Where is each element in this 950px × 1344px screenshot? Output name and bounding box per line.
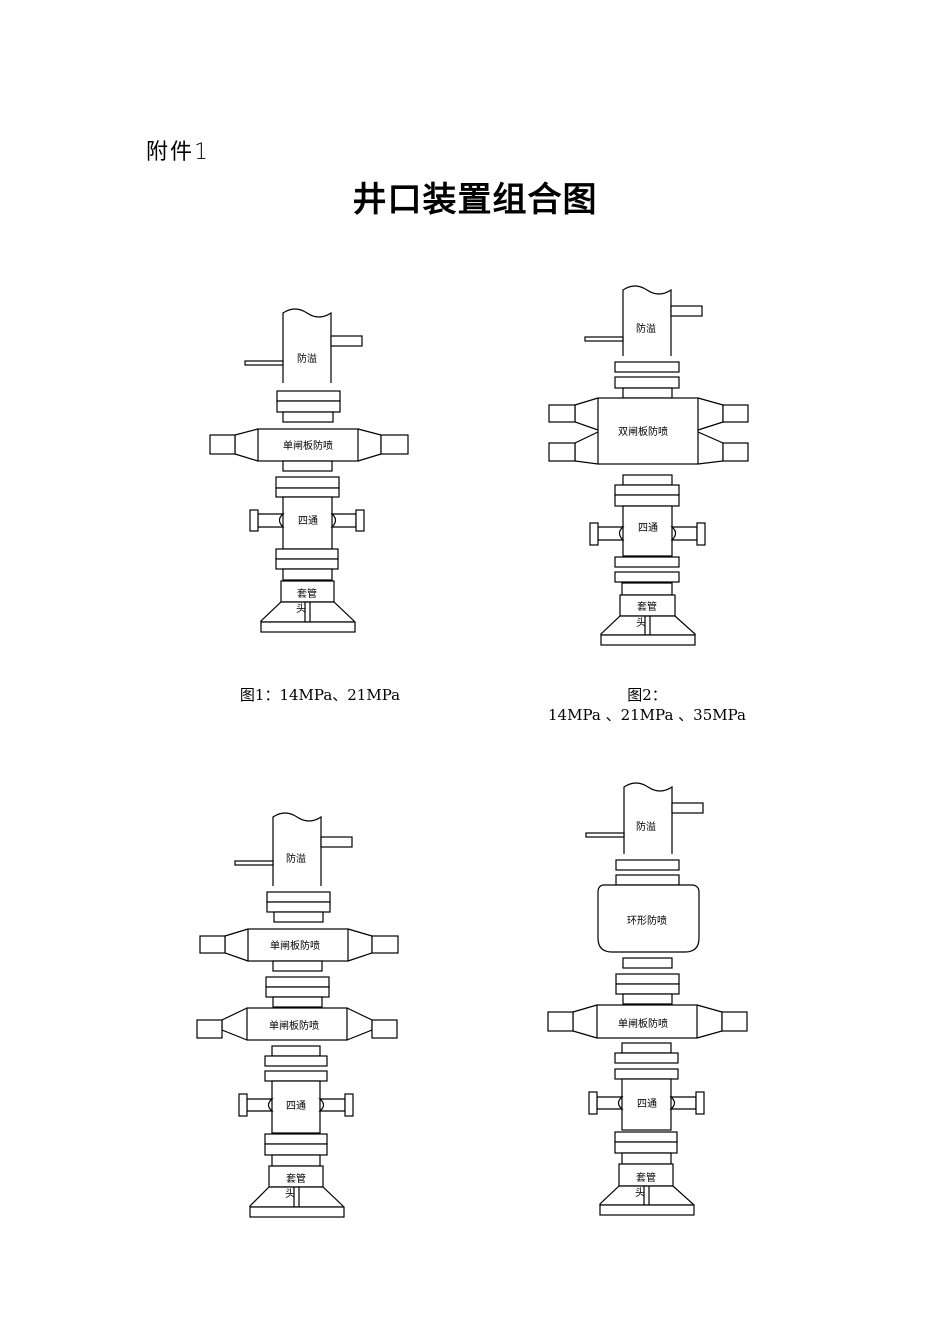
casing-head: 套管 头 [599,1163,695,1216]
casing-head-label: 套管 [286,1172,306,1185]
casing-head-label: 头 [285,1188,295,1200]
flange [614,474,680,507]
double-ram-bop: 双闸板防喷 [548,397,749,465]
casing-head-label: 套管 [637,600,657,613]
flange [614,1042,679,1080]
caption-line: 图1：14MPa、21MPa [239,686,401,704]
cross-label: 四通 [637,1098,657,1110]
caption-line: 14MPa 、21MPa 、35MPa [548,706,746,724]
figure-1-caption: 图1：14MPa、21MPa [170,685,470,705]
flange [276,390,341,423]
annular-label: 环形防喷 [627,914,667,927]
overflow-pipe: 防溢 [244,308,363,383]
single-ram-bop: 单闸板防喷 [196,1007,398,1041]
caption-line: 图2： [627,686,667,704]
flange [615,859,680,886]
drilling-cross: 四通 [589,505,706,557]
overflow-label: 防溢 [286,852,306,865]
bop-label: 单闸板防喷 [283,439,333,452]
bop-label: 双闸板防喷 [618,425,668,438]
casing-head: 套管 头 [600,594,696,646]
bop-label: 单闸板防喷 [270,939,320,952]
drilling-cross: 四通 [588,1078,705,1131]
cross-label: 四通 [638,522,658,534]
single-ram-bop: 单闸板防喷 [199,928,399,962]
flange [264,1045,328,1082]
casing-head-label: 套管 [297,587,317,600]
annular-bop: 环形防喷 [597,884,700,953]
single-ram-bop: 单闸板防喷 [547,1004,748,1039]
flange [275,460,340,498]
flange [614,1131,678,1165]
cross-label: 四通 [298,515,318,527]
flange [615,957,680,1005]
bop-label: 单闸板防喷 [269,1019,319,1032]
page-title: 井口装置组合图 [352,180,598,220]
overflow-label: 防溢 [636,322,656,335]
overflow-pipe: 防溢 [585,782,704,854]
flange [266,891,331,923]
single-ram-bop: 单闸板防喷 [209,428,409,462]
casing-head-label: 头 [636,617,646,629]
casing-head-label: 头 [296,603,306,615]
overflow-label: 防溢 [636,820,656,833]
drilling-cross: 四通 [238,1080,354,1134]
flange [264,1133,328,1167]
casing-head: 套管 头 [260,580,356,633]
casing-head-label: 套管 [636,1171,656,1184]
overflow-pipe: 防溢 [234,812,353,886]
casing-head-label: 头 [635,1187,645,1199]
drilling-cross: 四通 [249,496,365,550]
casing-head: 套管 头 [249,1165,345,1218]
flange [265,960,330,1008]
figure-2-caption: 图2： 14MPa 、21MPa 、35MPa [497,685,797,725]
bop-label: 单闸板防喷 [618,1017,668,1030]
flange [275,548,339,581]
flange [614,556,680,596]
cross-label: 四通 [286,1100,306,1112]
attachment-label: 附件1 [146,140,210,165]
overflow-pipe: 防溢 [584,285,703,356]
overflow-label: 防溢 [297,352,317,365]
